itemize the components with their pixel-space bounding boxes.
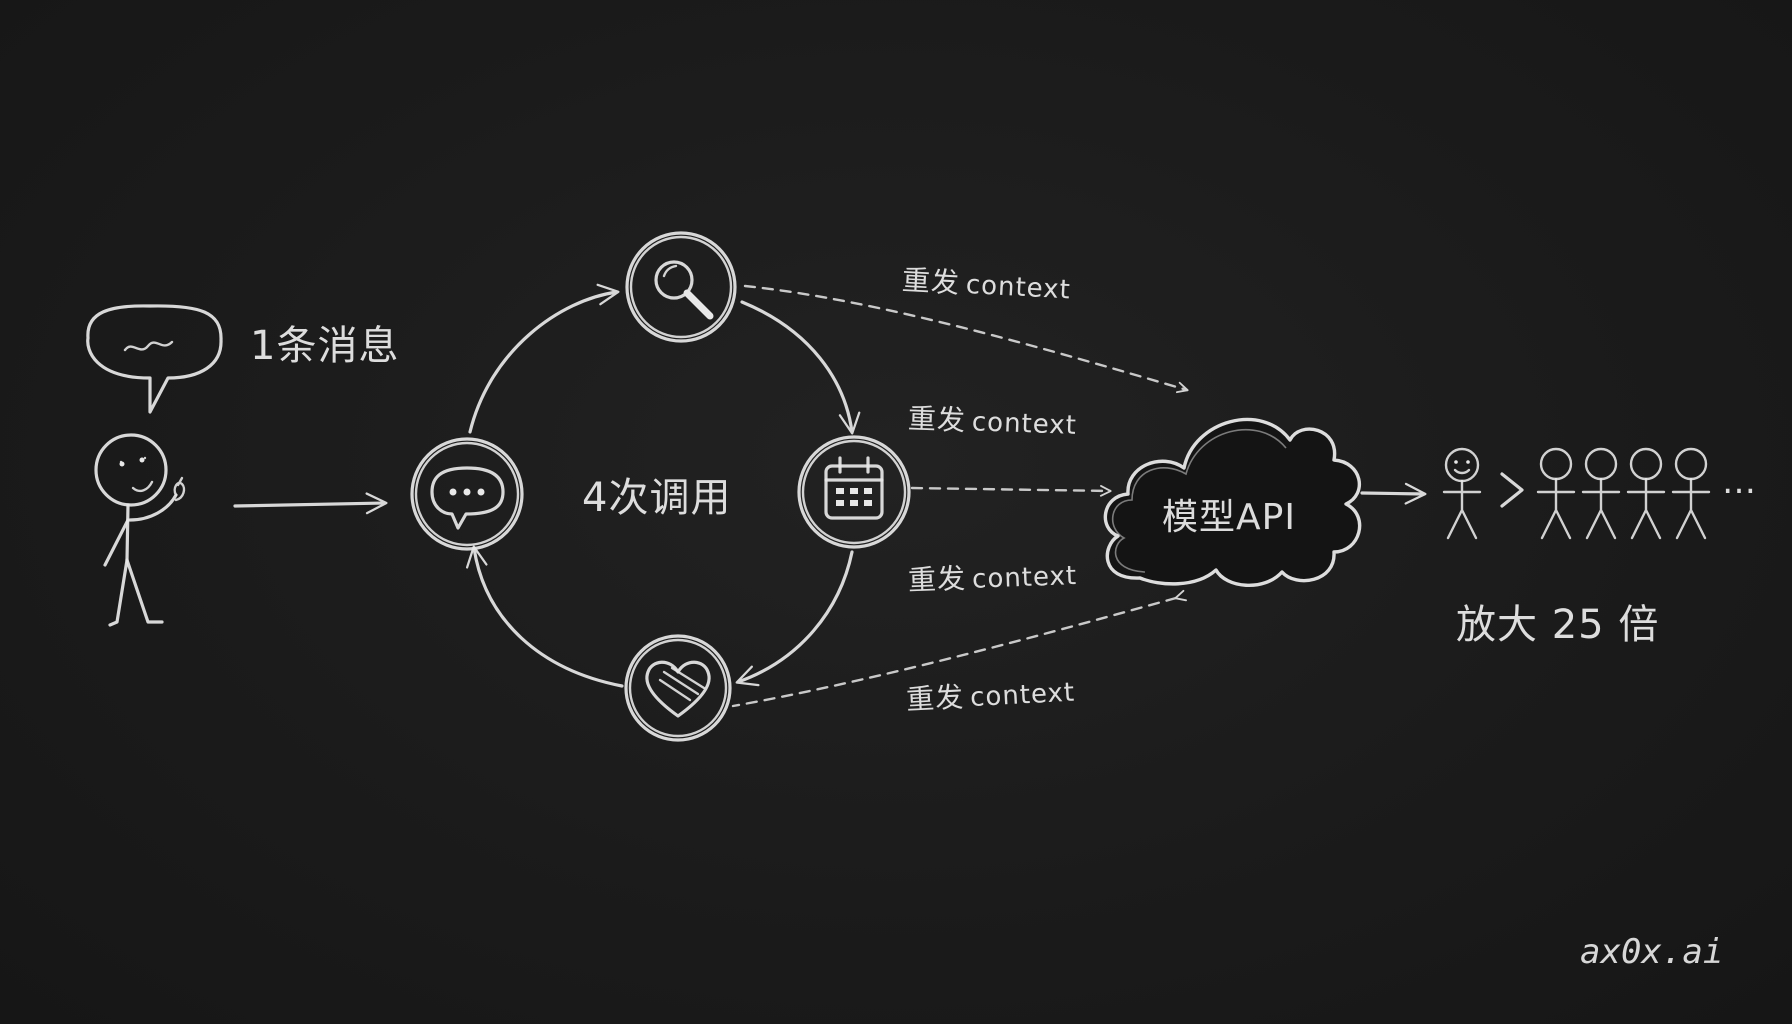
resend-arrow-3	[731, 589, 1187, 708]
resend-arrow-1	[743, 284, 1189, 394]
resend-en: context	[971, 561, 1078, 595]
calendar-icon	[824, 456, 884, 520]
calendar-node	[797, 435, 911, 549]
model-api-label: 模型API	[1162, 497, 1296, 538]
loop-arrow-heart-to-chat	[465, 545, 624, 688]
call-count-label: 4次调用	[582, 475, 732, 521]
speech-bubble-icon	[86, 304, 223, 414]
loop-arrow-search-to-calendar	[740, 300, 861, 435]
resend-en: context	[969, 677, 1076, 714]
resend-en: context	[965, 269, 1072, 306]
heart-icon	[645, 660, 711, 718]
user-stick-figure-icon	[94, 433, 186, 627]
resend-arrow-2	[910, 485, 1112, 497]
resend-en: context	[971, 407, 1078, 441]
crowd-ellipsis: …	[1722, 462, 1757, 502]
greater-than-sign	[1500, 472, 1524, 508]
loop-arrow-chat-to-search	[468, 283, 620, 434]
resend-zh: 重发	[907, 561, 967, 597]
message-count-label: 1条消息	[250, 323, 400, 369]
arrow-api-to-crowd	[1360, 482, 1427, 505]
heart-node	[624, 634, 732, 742]
stick-figure-crowd-icon	[1536, 447, 1711, 540]
cloud-icon	[1103, 417, 1362, 587]
chat-node	[410, 437, 524, 551]
chat-bubble-icon	[430, 466, 505, 530]
resend-zh: 重发	[901, 263, 961, 300]
search-node	[625, 231, 737, 343]
loop-arrow-calendar-to-heart	[735, 550, 854, 687]
single-user-icon	[1442, 447, 1482, 540]
resend-zh: 重发	[905, 680, 965, 717]
magnifier-icon	[654, 260, 714, 320]
amplify-label: 放大 25 倍	[1456, 602, 1660, 648]
arrow-user-to-chat	[233, 492, 388, 515]
brand-watermark: ax0x.ai	[1580, 932, 1724, 972]
resend-zh: 重发	[907, 402, 967, 438]
